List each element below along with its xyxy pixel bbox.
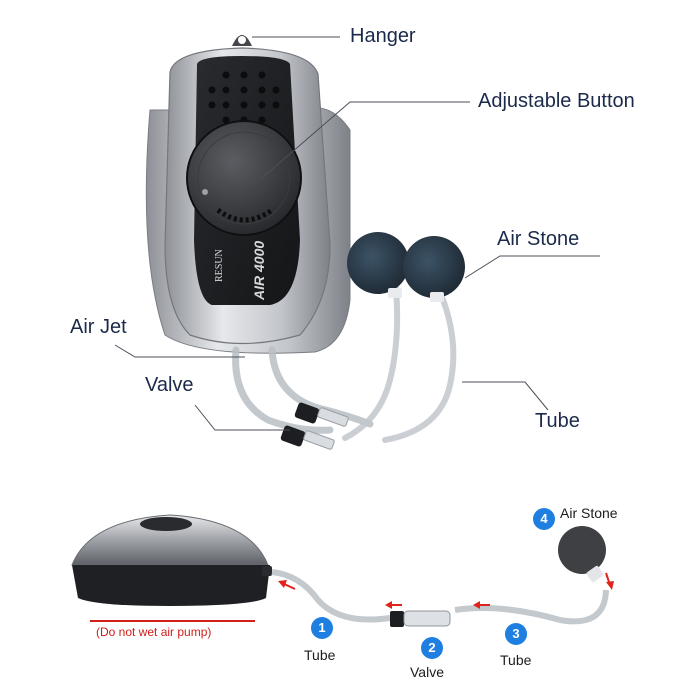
hanger-label: Hanger bbox=[350, 25, 416, 47]
diagram-tube-right bbox=[454, 589, 609, 625]
hanger bbox=[232, 35, 252, 46]
diagram-valve bbox=[390, 610, 451, 627]
diagram-tube bbox=[271, 569, 391, 623]
model-name: AIR 4000 bbox=[251, 240, 267, 300]
flow-arrows bbox=[278, 572, 614, 609]
air-stone-label: Air Stone bbox=[497, 228, 580, 250]
callout-lines bbox=[114, 36, 600, 431]
step-2-badge: 2 bbox=[421, 637, 443, 659]
step-1-badge: 1 bbox=[311, 617, 333, 639]
adjustable-knob bbox=[186, 120, 302, 236]
pump-side-view bbox=[71, 514, 272, 606]
air-stones-top bbox=[347, 232, 465, 302]
step-4-badge: 4 bbox=[533, 508, 555, 530]
speaker-grille bbox=[208, 71, 280, 124]
valve-label: Valve bbox=[145, 374, 194, 396]
model-text: AIR 4000 bbox=[251, 241, 267, 300]
check-valves bbox=[280, 402, 349, 450]
step-3-badge: 3 bbox=[505, 623, 527, 645]
air-tubes bbox=[232, 285, 457, 443]
air-jet-label: Air Jet bbox=[70, 316, 127, 338]
step-4-label: Air Stone bbox=[560, 505, 618, 521]
step-1-label: Tube bbox=[304, 647, 336, 663]
warning-text: (Do not wet air pump) bbox=[96, 625, 212, 639]
diagram-air-stone bbox=[558, 526, 606, 583]
step-3-label: Tube bbox=[500, 652, 532, 668]
tube-label: Tube bbox=[535, 410, 580, 432]
step-2-label: Valve bbox=[410, 664, 444, 680]
adjustable-button-label: Adjustable Button bbox=[478, 90, 635, 112]
brand-name: RESUN bbox=[214, 249, 225, 282]
brand-text: RESUN bbox=[214, 249, 225, 282]
